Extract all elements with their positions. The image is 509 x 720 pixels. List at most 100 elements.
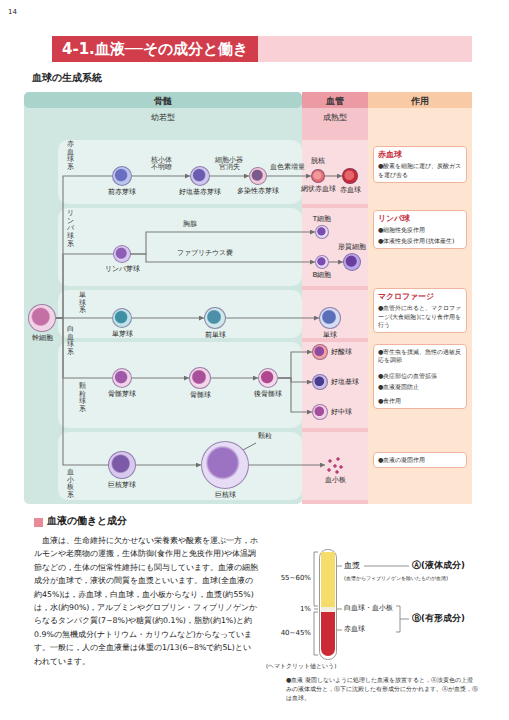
cell-label: 巨核芽球 (108, 481, 136, 489)
test-tube (320, 550, 337, 660)
connector-arrow (278, 378, 312, 412)
leader-line (243, 443, 256, 450)
row-strip (302, 290, 368, 338)
connector-arrow (56, 318, 108, 465)
cell-circle: 好中球 (312, 404, 328, 420)
text-label: 血液の働きと成分 (47, 515, 127, 527)
group-bracket (396, 606, 409, 632)
cell-label: 好塩基赤芽球 (179, 188, 221, 196)
connector-arrow (56, 317, 112, 318)
region-band: 血管成熟型網状赤血球赤血球T細胞B細胞形質細胞単球好酸球好塩基球好中球血小板 (302, 92, 368, 504)
text-label: 1% (300, 605, 311, 613)
connector-arrow (325, 175, 342, 176)
marrow-header (24, 92, 302, 108)
cell-label: B細胞 (313, 271, 332, 279)
function-text: ●血管外に出ると、マクロファージ(大食細胞)になり食作用を行う (378, 304, 462, 329)
buffy-layer (321, 607, 335, 612)
row-strip (58, 432, 302, 500)
cell-circle: 前単球 (204, 307, 226, 329)
row-strip (302, 342, 368, 428)
row-strip (302, 208, 368, 286)
cell-label: 前赤芽球 (108, 188, 136, 196)
cell-label: 好中球 (331, 408, 352, 416)
cell-circle: 単芽球 (112, 308, 132, 328)
row-label: 単球系 (79, 292, 86, 315)
row-strip (58, 140, 302, 204)
cell-label: 好酸球 (331, 348, 352, 356)
range-bracket (314, 609, 318, 610)
cell-label: 網状赤血球 (301, 185, 336, 193)
cell-circle: 巨核球 (201, 441, 249, 489)
cell-label: 赤血球 (340, 186, 361, 194)
leader-line (337, 630, 342, 631)
cell-label: 後骨髄球 (254, 390, 282, 398)
marrow-fill (24, 92, 302, 504)
cell-circle: B細胞 (315, 255, 329, 269)
row-strip (58, 342, 302, 428)
text-label: Ⓑ(有形成分) (412, 613, 465, 623)
body-text: 血液は、生命維持に欠かせない栄養素や酸素を運ぶ一方，ホルモンや老廃物の運搬，生体… (34, 534, 258, 668)
cell-circle: 好酸球 (312, 344, 328, 360)
cell-label: 幹細胞 (32, 334, 53, 342)
function-text: ●細胞性免疫作用 (378, 226, 462, 234)
cell-label: 形質細胞 (338, 243, 366, 251)
edge-label: 血色素増量 (270, 164, 305, 171)
cell-label: 単芽球 (112, 330, 133, 338)
connector-arrow (278, 378, 312, 382)
edge-label: 胸腺 (183, 221, 197, 228)
cell-circle: 単球 (319, 307, 341, 329)
function-box: リンパ球●細胞性免疫作用●体液性免疫作用(抗体産生) (373, 210, 467, 249)
edge-label: 核小体不明瞭 (150, 157, 172, 172)
vessel-fill (302, 92, 368, 504)
text-label: Ⓐ(液体成分) (412, 560, 465, 570)
section-mark (34, 518, 43, 527)
red-cell-layer (321, 612, 335, 656)
text-label: 顆粒 (258, 432, 272, 440)
function-box: マクロファージ ●血管外に出ると、マクロファージ(大食細胞)になり食作用を行う (373, 288, 467, 333)
region-subheading: 幼若型 (24, 113, 302, 123)
function-header (368, 92, 472, 108)
leader-line (364, 566, 409, 567)
connector-arrow (132, 175, 190, 176)
row-label: 白血球系 (67, 326, 74, 357)
row-label: 顆粒球系 (79, 383, 86, 414)
text-label: 14 (8, 8, 17, 16)
connector-arrow (56, 176, 112, 318)
cell-circle: 網状赤血球 (311, 169, 325, 183)
text-label: 40~45% (281, 629, 311, 637)
region-heading: 骨髄 (24, 95, 302, 108)
text-label: 55~60% (281, 574, 311, 582)
function-fill (368, 92, 472, 504)
row-strip (58, 290, 302, 338)
cell-circle: 血小板 (325, 455, 345, 475)
connector-arrow (132, 377, 189, 378)
connector-arrow (210, 175, 249, 176)
region-heading: 血管 (302, 95, 368, 108)
text-label: 脱核 (311, 158, 325, 166)
connector-arrow (211, 377, 258, 378)
page-title: 4-1.血液──その成分と働き (52, 36, 258, 62)
cell-circle: リンパ芽球 (113, 245, 131, 263)
cell-label: リンパ芽球 (105, 265, 140, 273)
connector-arrow (56, 318, 112, 378)
cell-label: 前単球 (205, 331, 226, 339)
row-strip (302, 140, 368, 204)
function-heading: マクロファージ (378, 292, 462, 302)
function-heading: 赤血球 (378, 150, 462, 160)
cell-circle: 前赤芽球 (112, 166, 132, 186)
cell-circle: 好塩基赤芽球 (190, 166, 210, 186)
row-strip (58, 208, 302, 286)
connector-arrow (226, 317, 319, 318)
cell-circle: 好塩基球 (312, 374, 328, 390)
cell-circle: 赤血球 (342, 168, 358, 184)
connector-arrow (132, 317, 204, 318)
connector-arrow (278, 352, 312, 378)
cell-label: 好塩基球 (331, 378, 359, 386)
region-band: 作用赤血球●酸素を細胞に運び、炭酸ガスを運び去るリンパ球●細胞性免疫作用●体液性… (368, 92, 472, 504)
function-text: ●寄生虫を撲滅、急性の過敏反応を調節 (378, 348, 462, 364)
cell-circle: 形質細胞 (343, 253, 361, 271)
function-text: ●食作用 (378, 397, 462, 405)
row-label: リンパ球系 (67, 210, 74, 248)
connector-arrow (136, 464, 201, 465)
